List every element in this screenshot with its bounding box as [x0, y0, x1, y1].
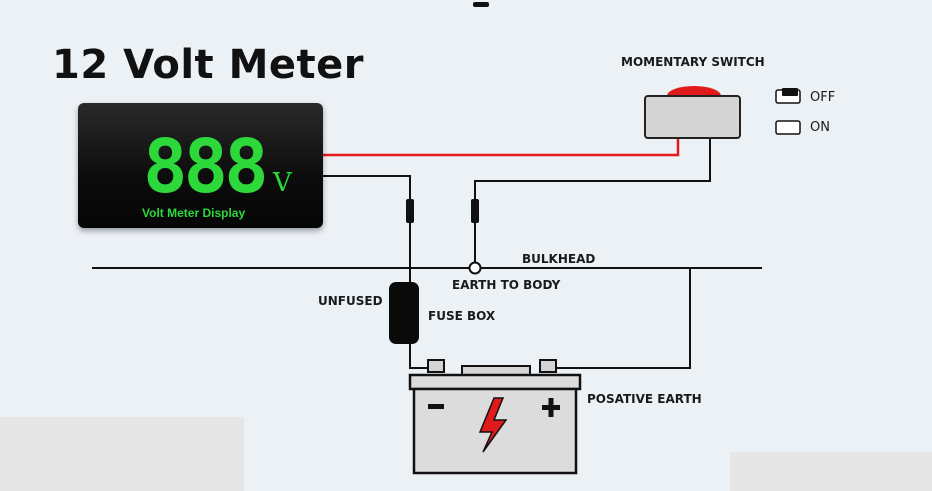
battery-terminal-positive [539, 359, 557, 373]
meter-to-fuse-wire [323, 175, 411, 282]
fuse-box [389, 282, 419, 344]
battery-earth-wire [548, 268, 691, 369]
earth-to-body-label: EARTH TO BODY [452, 278, 561, 292]
switch-housing[interactable] [644, 95, 741, 139]
bulkhead-label: BULKHEAD [522, 252, 596, 266]
background-panel-left [0, 417, 244, 491]
legend-on-icon [775, 120, 801, 135]
switch-label: MOMENTARY SWITCH [621, 55, 765, 69]
meter-digits: 888 [143, 124, 269, 210]
positive-wire [323, 137, 680, 157]
earth-to-body-point [468, 261, 482, 275]
unfused-label: UNFUSED [318, 294, 383, 308]
inline-connector-left [406, 199, 414, 223]
inline-connector-right [471, 199, 479, 223]
top-dash-mark [473, 2, 489, 7]
battery-minus-icon [428, 404, 444, 409]
posative-earth-label: POSATIVE EARTH [587, 392, 702, 406]
battery-plus-icon-v [548, 398, 554, 417]
meter-unit: V [273, 168, 292, 198]
meter-caption: Volt Meter Display [142, 206, 246, 220]
diagram-title: 12 Volt Meter [52, 42, 365, 88]
volt-meter [78, 103, 323, 228]
bolt-icon [478, 397, 508, 453]
fuse-box-label: FUSE BOX [428, 309, 496, 323]
battery-lid [408, 373, 582, 391]
battery-terminal-negative [427, 359, 445, 373]
legend-on-label: ON [810, 120, 830, 135]
background-panel-right [730, 452, 932, 491]
legend-off-label: OFF [810, 90, 836, 105]
legend-off-cap [782, 88, 798, 96]
